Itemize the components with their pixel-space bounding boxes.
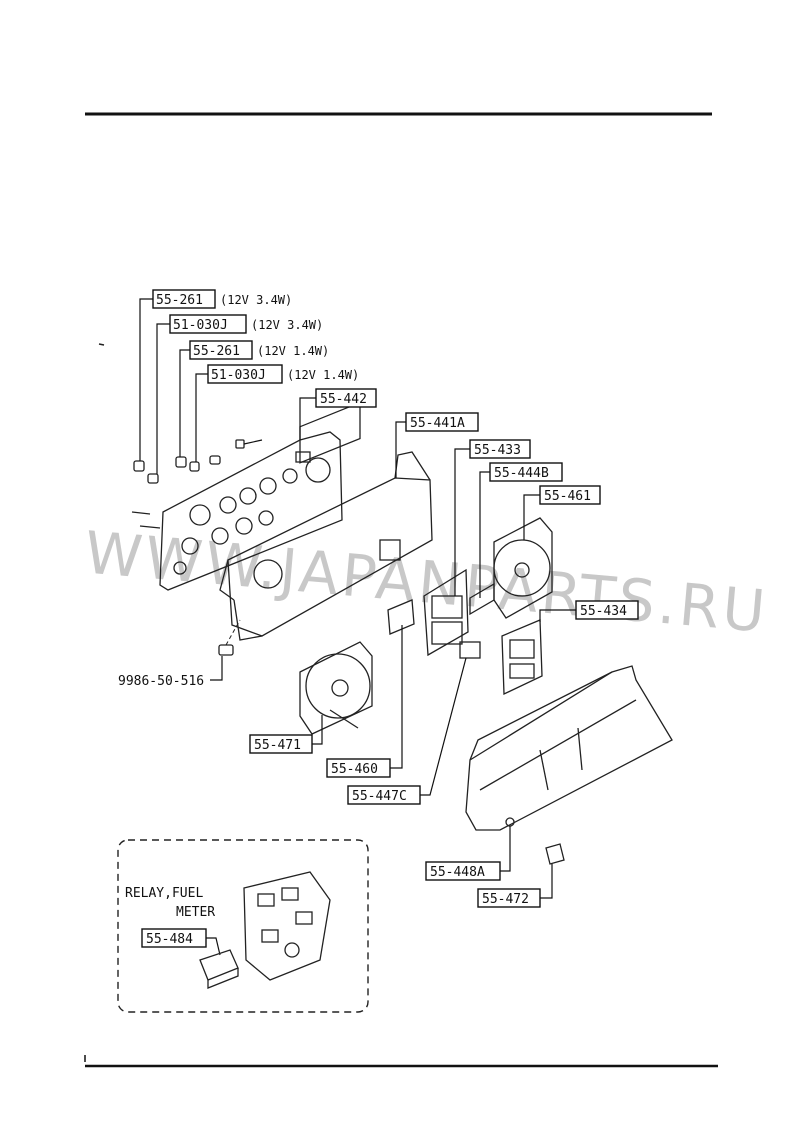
bulb-socket-group <box>131 439 263 529</box>
part-number: 55-461 <box>544 489 591 504</box>
callout-51-030j-b: 51-030J (12V 1.4W) <box>207 364 359 384</box>
inset-caption-line1: RELAY,FUEL <box>125 886 203 901</box>
reset-knob <box>545 843 565 865</box>
printed-circuit-board <box>159 431 343 591</box>
callout-55-448a: 55-448A <box>425 861 501 881</box>
bulb-spec: (12V 1.4W) <box>257 344 329 358</box>
callout-55-460: 55-460 <box>326 758 391 778</box>
callout-9986-50-516: 9986-50-516 <box>118 674 204 689</box>
callout-55-461: 55-461 <box>539 485 601 505</box>
bulb-spec: (12V 1.4W) <box>287 368 359 382</box>
part-number: 55-261 <box>156 293 203 308</box>
part-number: 55-433 <box>474 443 521 458</box>
meter-housing <box>219 401 433 641</box>
screw <box>218 619 241 656</box>
meter-hood <box>465 665 673 831</box>
part-number: 55-460 <box>331 762 378 777</box>
part-number: 51-030J <box>173 318 228 333</box>
part-number: 55-261 <box>193 344 240 359</box>
part-number: 55-441A <box>410 416 465 431</box>
part-number: 51-030J <box>211 368 266 383</box>
tachometer <box>493 517 553 619</box>
callout-55-472: 55-472 <box>477 888 541 908</box>
callout-55-261-a: 55-261 (12V 3.4W) <box>152 289 292 309</box>
callout-51-030j-a: 51-030J (12V 3.4W) <box>169 314 323 334</box>
callout-55-434: 55-434 <box>575 600 639 620</box>
callout-55-261-b: 55-261 (12V 1.4W) <box>189 340 329 360</box>
part-number: 55-448A <box>430 865 485 880</box>
part-number: 55-444B <box>494 466 549 481</box>
part-number: 55-447C <box>352 789 407 804</box>
callout-55-441a: 55-441A <box>405 412 479 432</box>
callout-55-447c: 55-447C <box>347 785 421 805</box>
inset-caption-line2: METER <box>176 905 215 920</box>
part-number: 55-434 <box>580 604 627 619</box>
bulb-spec: (12V 3.4W) <box>220 293 292 307</box>
bracket <box>387 599 415 635</box>
part-number: 9986-50-516 <box>118 674 204 689</box>
callout-55-442: 55-442 <box>315 388 377 408</box>
part-number: 55-442 <box>320 392 367 407</box>
leader-lines <box>139 298 576 899</box>
part-number: 55-471 <box>254 738 301 753</box>
callout-55-433: 55-433 <box>469 439 531 459</box>
fuel-temp-gauge <box>423 568 469 657</box>
warning-light-panel <box>501 619 543 696</box>
relay-inset: RELAY,FUEL METER 55-484 <box>117 839 369 1013</box>
speedometer <box>299 641 373 735</box>
bulb-spec: (12V 3.4W) <box>251 318 323 332</box>
part-number: 55-484 <box>146 932 193 947</box>
margin-mark <box>98 343 105 346</box>
callout-55-444b: 55-444B <box>489 462 563 482</box>
indicator-plate <box>459 641 481 659</box>
part-number: 55-472 <box>482 892 529 907</box>
callout-55-471: 55-471 <box>249 734 313 754</box>
